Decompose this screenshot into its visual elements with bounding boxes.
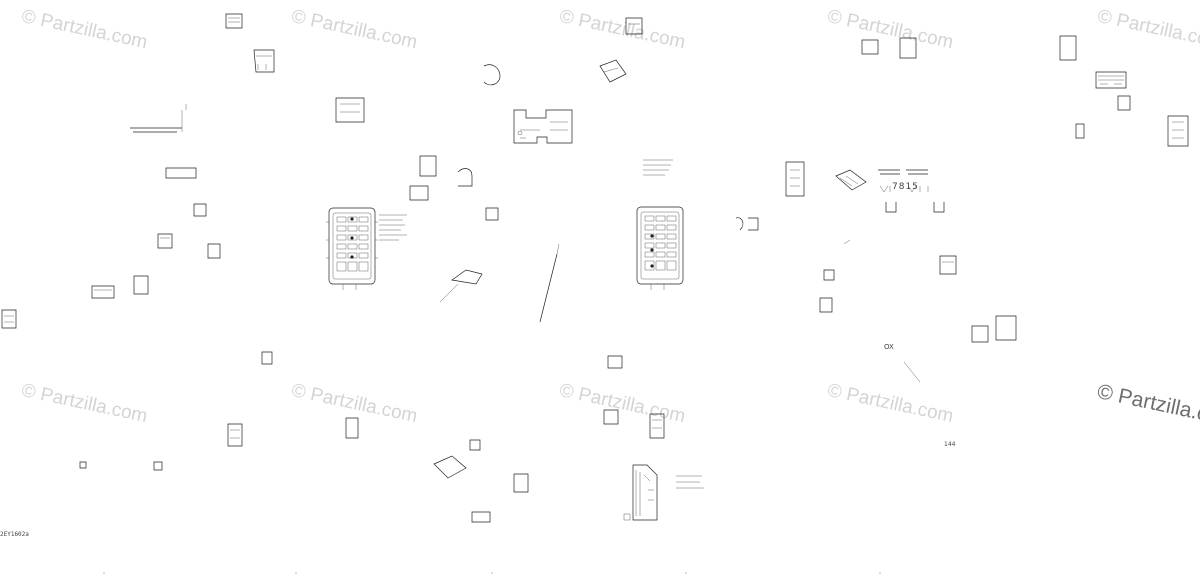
- label-144: 144: [944, 441, 956, 448]
- small-connectors: [1, 64, 529, 523]
- fuses-row-right: [785, 161, 945, 213]
- figure-id: 2EY1602a: [0, 531, 29, 538]
- bar-top-left: [130, 104, 187, 133]
- relay-housing-bottom: [623, 464, 704, 521]
- bracket-top-center: [513, 109, 573, 144]
- fuse-box-right: [636, 159, 684, 290]
- label-7815: 7815: [892, 182, 919, 192]
- relay-top-left: [225, 13, 275, 73]
- small-connectors-right: [599, 17, 1085, 439]
- rod: [539, 243, 560, 323]
- connector-cluster-top-right: [1059, 35, 1189, 147]
- label-ox: OX: [884, 343, 894, 351]
- markers: [103, 572, 881, 574]
- fuse-box-left: [326, 207, 407, 290]
